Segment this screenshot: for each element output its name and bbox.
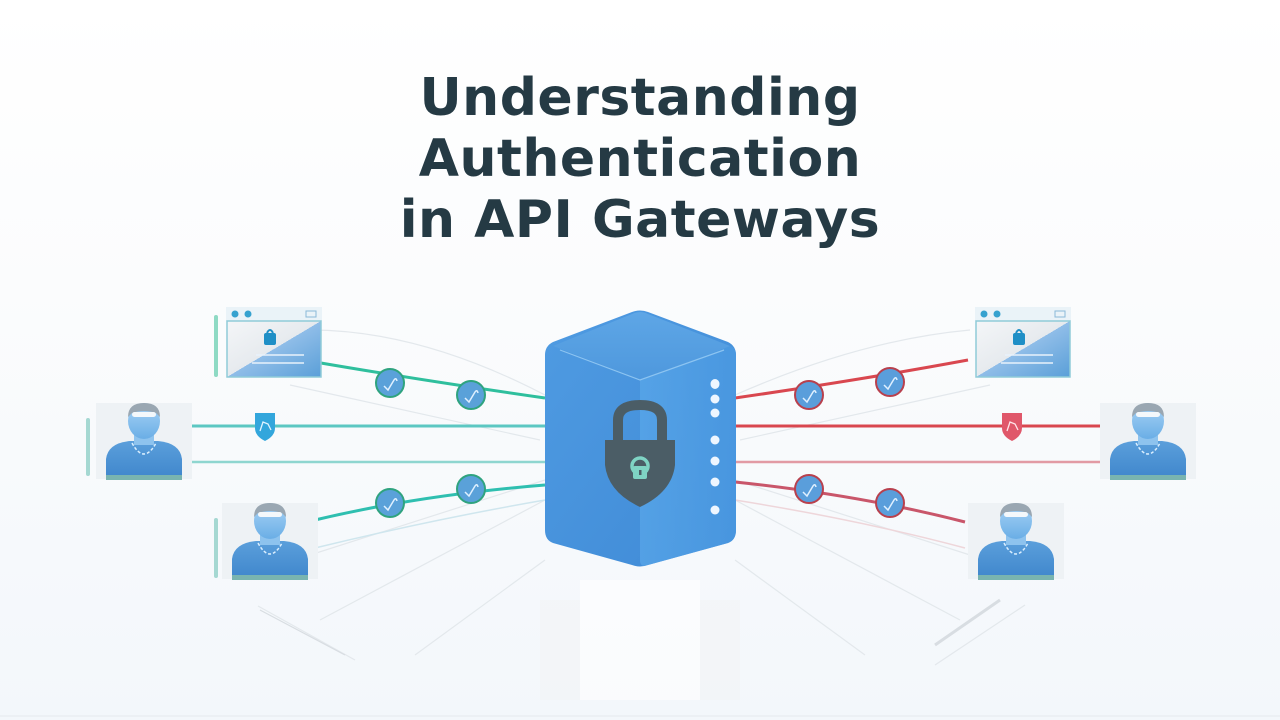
service-browser-window-icon[interactable] [974,306,1072,378]
client-connections [180,360,546,549]
title-line-1: Understanding [419,68,861,128]
accent-bar [214,315,218,377]
accent-bar [86,418,90,476]
indicator-lights [710,379,720,515]
client-user-icon[interactable] [221,502,319,581]
title-line-3: in API Gateways [399,190,881,250]
accent-bar [214,518,218,578]
check-badge-icon [375,368,405,398]
page-title: Understanding Authentication in API Gate… [0,68,1280,251]
shield-badge-icon [1002,413,1022,441]
background-decor [257,329,1026,666]
client-browser-window-icon[interactable] [225,306,323,378]
check-badge-icon [794,474,824,504]
client-user-icon[interactable] [95,402,193,481]
check-badge-icon [875,488,905,518]
service-connections [734,358,1100,549]
check-badge-icon [875,367,905,397]
api-gateway-server[interactable] [545,310,736,567]
check-badge-icon [456,380,486,410]
check-badge-icon [456,474,486,504]
shield-badge-icon [255,413,275,441]
title-line-2: Authentication [418,129,862,189]
shield-lock-icon [605,399,675,507]
check-badge-icon [794,380,824,410]
service-user-icon[interactable] [967,502,1065,581]
check-badge-icon [375,488,405,518]
service-user-icon[interactable] [1099,402,1197,481]
